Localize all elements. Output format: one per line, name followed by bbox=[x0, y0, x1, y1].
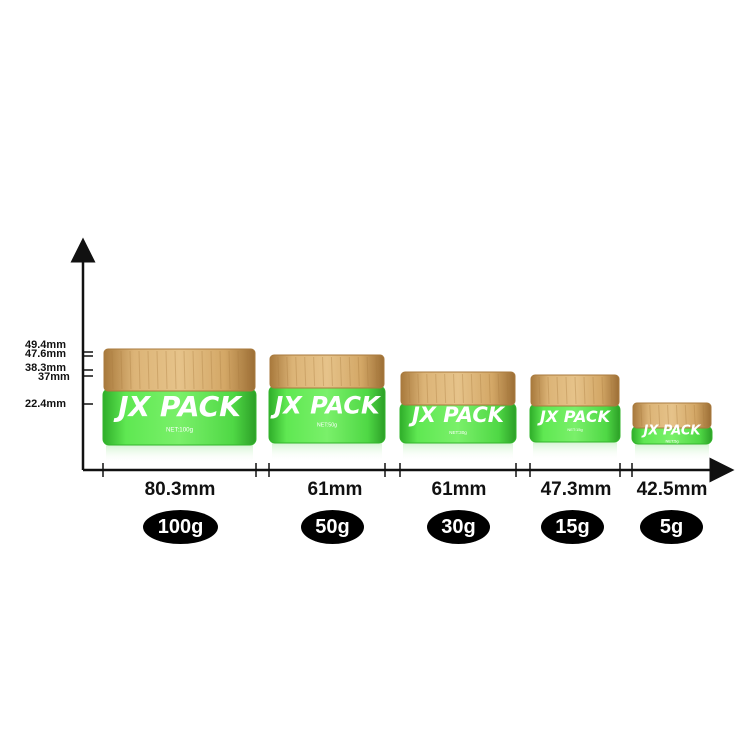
width-label-100g: 80.3mm bbox=[144, 479, 216, 500]
lid-grain-line bbox=[174, 350, 177, 390]
jar-net-text: NET:15g bbox=[567, 427, 582, 432]
lid-grain-line bbox=[138, 350, 141, 390]
lid-grain-line bbox=[219, 350, 222, 390]
jar-net-text: NET:30g bbox=[449, 430, 467, 435]
height-label-37mm: 37mm bbox=[38, 371, 70, 383]
jar-net-text: NET:100g bbox=[166, 426, 194, 433]
lid-grain-line bbox=[111, 350, 114, 390]
lid-grain-line bbox=[693, 404, 696, 427]
lid-grain-line bbox=[497, 373, 500, 404]
jar-reflection bbox=[106, 445, 253, 463]
width-label-30g: 61mm bbox=[431, 479, 487, 500]
lid-grain-line bbox=[658, 404, 661, 427]
lid-grain-line bbox=[640, 404, 643, 427]
lid-grain-line bbox=[210, 350, 213, 390]
lid-grain-line bbox=[565, 376, 568, 405]
jar-brand-text: JX PACK bbox=[641, 424, 702, 439]
lid-grain-line bbox=[165, 350, 168, 390]
bamboo-lid bbox=[103, 348, 256, 392]
weight-badge-15g: 15g bbox=[541, 510, 604, 544]
height-label-47-6mm: 47.6mm bbox=[25, 348, 66, 360]
lid-grain-line bbox=[453, 373, 456, 404]
lid-grain-line bbox=[330, 356, 333, 387]
lid-grain-line bbox=[684, 404, 687, 427]
jar-reflection bbox=[533, 442, 617, 460]
jar-brand-text: JX PACK bbox=[537, 407, 612, 426]
lid-grain-line bbox=[147, 350, 150, 390]
lid-grain-line bbox=[426, 373, 429, 404]
height-label-38-3mm: 38.3mm bbox=[25, 362, 66, 374]
lid-grain-line bbox=[357, 356, 360, 387]
lid-grain-line bbox=[348, 356, 351, 387]
lid-grain-line bbox=[246, 350, 249, 390]
jar-net-text: NET:50g bbox=[317, 423, 337, 429]
lid-grain-line bbox=[649, 404, 652, 427]
jar-30g: JX PACK NET:30g bbox=[399, 371, 517, 461]
lid-grain-line bbox=[339, 356, 342, 387]
lid-grain-line bbox=[461, 373, 464, 404]
jar-brand-text: JX PACK bbox=[270, 391, 382, 419]
lid-grain-line bbox=[435, 373, 438, 404]
lid-grain-line bbox=[702, 404, 705, 427]
lid-grain-line bbox=[583, 376, 586, 405]
height-label-22-4mm: 22.4mm bbox=[25, 398, 66, 410]
bamboo-lid bbox=[400, 371, 516, 406]
weight-badge-30g: 30g bbox=[427, 510, 490, 544]
lid-grain-line bbox=[375, 356, 378, 387]
lid-grain-line bbox=[201, 350, 204, 390]
lid-grain-line bbox=[556, 376, 559, 405]
width-label-15g: 47.3mm bbox=[540, 479, 612, 500]
lid-grain-line bbox=[120, 350, 123, 390]
weight-badge-100g: 100g bbox=[143, 510, 218, 544]
lid-grain-line bbox=[574, 376, 577, 405]
lid-grain-line bbox=[322, 356, 325, 387]
bamboo-lid bbox=[530, 374, 620, 407]
lid-grain-line bbox=[237, 350, 240, 390]
lid-grain-line bbox=[538, 376, 541, 405]
lid-grain-line bbox=[610, 376, 613, 405]
bamboo-lid bbox=[632, 402, 712, 429]
height-label-49-4mm: 49.4mm bbox=[25, 339, 66, 351]
jar-100g: JX PACK NET:100g bbox=[102, 348, 257, 463]
width-label-5g: 42.5mm bbox=[636, 479, 708, 500]
lid-grain-line bbox=[444, 373, 447, 404]
lid-grain-line bbox=[156, 350, 159, 390]
lid-grain-line bbox=[228, 350, 231, 390]
weight-badge-50g: 50g bbox=[301, 510, 364, 544]
weight-badge-5g: 5g bbox=[640, 510, 703, 544]
jar-50g: JX PACK NET:50g bbox=[268, 354, 386, 461]
jar-reflection bbox=[403, 443, 513, 461]
lid-grain-line bbox=[183, 350, 186, 390]
lid-grain-line bbox=[129, 350, 132, 390]
lid-grain-line bbox=[192, 350, 195, 390]
jar-reflection bbox=[272, 443, 382, 461]
lid-grain-line bbox=[506, 373, 509, 404]
jar-brand-text: JX PACK bbox=[113, 390, 243, 423]
lid-grain-line bbox=[547, 376, 550, 405]
lid-grain-line bbox=[286, 356, 289, 387]
jar-net-text: NET:5g bbox=[665, 439, 678, 444]
lid-grain-line bbox=[304, 356, 307, 387]
lid-grain-line bbox=[277, 356, 280, 387]
lid-grain-line bbox=[488, 373, 491, 404]
lid-grain-line bbox=[313, 356, 316, 387]
jar-reflection bbox=[635, 444, 709, 462]
lid-grain-line bbox=[470, 373, 473, 404]
lid-grain-line bbox=[675, 404, 678, 427]
lid-grain-line bbox=[417, 373, 420, 404]
bamboo-lid bbox=[269, 354, 385, 389]
lid-grain-line bbox=[592, 376, 595, 405]
lid-grain-line bbox=[408, 373, 411, 404]
lid-grain-line bbox=[295, 356, 298, 387]
width-label-50g: 61mm bbox=[307, 479, 363, 500]
lid-grain-line bbox=[601, 376, 604, 405]
lid-grain-line bbox=[366, 356, 369, 387]
lid-grain-line bbox=[479, 373, 482, 404]
jar-brand-text: JX PACK bbox=[408, 403, 506, 427]
lid-grain-line bbox=[667, 404, 670, 427]
